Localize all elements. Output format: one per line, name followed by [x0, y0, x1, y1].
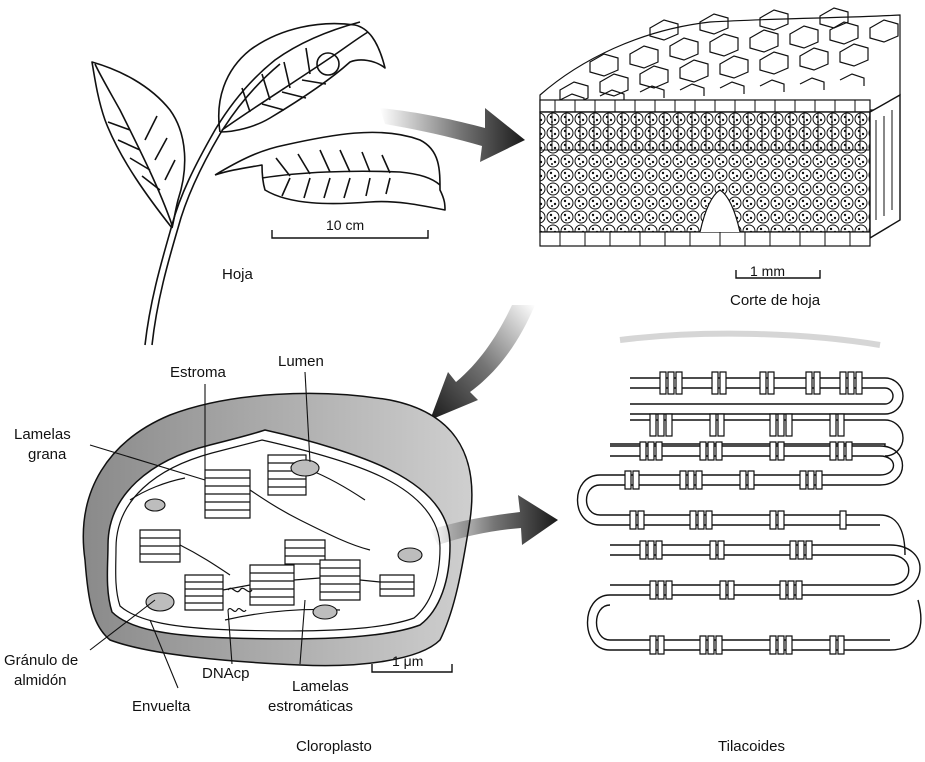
- grana-label-line2: grana: [28, 446, 66, 464]
- leaf-section-drawing: [540, 8, 900, 246]
- dna-label: DNAcp: [202, 665, 250, 683]
- arrow-section-to-chloroplast: [430, 305, 535, 420]
- starch-label-line1: Gránulo de: [4, 652, 78, 670]
- lumen-label: Lumen: [278, 353, 324, 371]
- leaf-drawing: [92, 22, 445, 345]
- grana-label-line1: Lamelas: [14, 426, 71, 444]
- thylakoids-drawing: [578, 334, 921, 654]
- leaf-scale-label: 10 cm: [326, 216, 364, 234]
- stroma-lamellae-label-line2: estromáticas: [268, 698, 353, 716]
- leaf-label: Hoja: [222, 266, 253, 284]
- chloroplast-label: Cloroplasto: [296, 738, 372, 756]
- section-scale-label: 1 mm: [750, 262, 785, 280]
- chloroplast-drawing: [83, 393, 472, 665]
- stroma-lamellae-label-line1: Lamelas: [292, 678, 349, 696]
- envelope-label: Envuelta: [132, 698, 190, 716]
- stroma-label: Estroma: [170, 364, 226, 382]
- section-label: Corte de hoja: [730, 292, 820, 310]
- thylakoids-label: Tilacoides: [718, 738, 785, 756]
- chloroplast-scale-label: 1 μm: [392, 652, 423, 670]
- starch-label-line2: almidón: [14, 672, 67, 690]
